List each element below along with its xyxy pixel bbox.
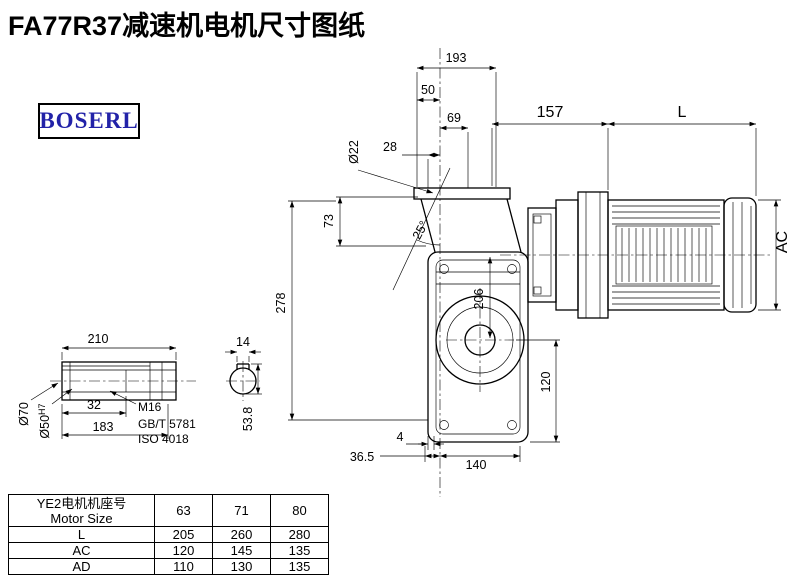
- page-title: FA77R37减速机电机尺寸图纸: [8, 11, 366, 41]
- standard-iso-label: ISO 4018: [138, 432, 189, 446]
- bolt-hole-icon: [507, 264, 517, 274]
- dim-14: 14: [225, 335, 261, 362]
- table-header-size-63: 63: [154, 494, 213, 527]
- gearbox-front-view: [392, 167, 529, 443]
- row-label-L: L: [8, 526, 155, 543]
- dim-140: 140: [440, 446, 521, 472]
- dim-hole-22: Ø22: [347, 140, 434, 194]
- thread-callout: M16 GB/T 5781 ISO 4018: [109, 390, 196, 446]
- cell-AD-80: 135: [270, 558, 329, 575]
- table-row-AC: AC 120 145 135: [8, 542, 329, 559]
- dim-210: 210: [61, 332, 177, 360]
- thread-label: M16: [138, 400, 162, 414]
- dim-50: 50: [417, 83, 440, 103]
- dim-53-8-label: 53.8: [241, 407, 255, 431]
- dim-120: 120: [516, 339, 560, 443]
- table-row-L: L 205 260 280: [8, 526, 329, 543]
- dim-4: 4: [397, 430, 444, 450]
- table-header-line-en: Motor Size: [50, 510, 113, 526]
- dim-183: 183: [61, 404, 169, 439]
- dim-50-label: 50: [421, 83, 435, 97]
- dim-210-label: 210: [88, 332, 109, 346]
- motor-size-table: YE2电机机座号 Motor Size 63 71 80 L 205 260 2…: [8, 494, 329, 575]
- bolt-hole-icon: [439, 420, 449, 430]
- dim-dia50h7: Ø50H7: [37, 388, 73, 439]
- motor-side-view: [527, 191, 757, 319]
- boserl-logo: BOSERL: [38, 103, 140, 139]
- bolt-icon: [533, 286, 542, 295]
- dim-28-label: 28: [383, 140, 397, 154]
- table-header-size-80: 80: [270, 494, 329, 527]
- table-row-AD: AD 110 130 135: [8, 558, 329, 575]
- center-lines: [439, 48, 772, 497]
- dim-36-5-label: 36.5: [350, 450, 374, 464]
- dim-angle-25: 25°: [410, 218, 431, 241]
- table-header-line-cn: YE2电机机座号: [36, 495, 127, 511]
- dim-73: 73: [322, 196, 426, 247]
- dim-206-label: 206: [472, 289, 486, 310]
- dim-32-label: 32: [87, 398, 101, 412]
- cell-AC-63: 120: [154, 542, 213, 559]
- dim-dia70-label: Ø70: [17, 402, 31, 426]
- cell-AC-80: 135: [270, 542, 329, 559]
- boserl-logo-text: BOSERL: [39, 108, 139, 133]
- dim-angle-25-label: 25°: [410, 218, 431, 241]
- dim-AC: AC: [758, 199, 791, 311]
- dim-278-label: 278: [274, 293, 288, 314]
- dim-120-label: 120: [539, 372, 553, 393]
- row-label-AC: AC: [8, 542, 155, 559]
- dim-dia70: Ø70: [17, 382, 59, 426]
- dim-157: 157: [491, 104, 609, 190]
- dim-L: L: [608, 104, 757, 196]
- dim-73-label: 73: [322, 214, 336, 228]
- table-header-row: YE2电机机座号 Motor Size 63 71 80: [8, 494, 329, 527]
- motor-fan-cover: [723, 197, 757, 313]
- dim-32: 32: [61, 396, 127, 417]
- bolt-hole-icon: [439, 264, 449, 274]
- motor-fins: [612, 205, 720, 305]
- dim-hole-22-label: Ø22: [347, 140, 361, 164]
- dim-14-label: 14: [236, 335, 250, 349]
- dim-4-label: 4: [397, 430, 404, 444]
- dim-L-label: L: [678, 104, 687, 121]
- cell-L-71: 260: [212, 526, 271, 543]
- dim-69: 69: [440, 111, 469, 188]
- dim-193: 193: [416, 51, 497, 187]
- dim-157-label: 157: [537, 104, 564, 121]
- bolt-hole-icon: [507, 420, 517, 430]
- output-shaft-circle: [464, 324, 496, 356]
- dim-206: 206: [472, 257, 493, 338]
- bolt-icon: [533, 215, 542, 224]
- dim-278: 278: [274, 200, 428, 421]
- shaft-end-view: [226, 361, 260, 401]
- dim-dia50h7-label: Ø50H7: [37, 403, 52, 438]
- cell-AC-71: 145: [212, 542, 271, 559]
- dim-28: 28: [383, 140, 440, 188]
- dim-53-8: 53.8: [241, 363, 262, 431]
- table-header-size-71: 71: [212, 494, 271, 527]
- row-label-AD: AD: [8, 558, 155, 575]
- table-header-motor-size: YE2电机机座号 Motor Size: [8, 494, 155, 527]
- dim-193-label: 193: [446, 51, 467, 65]
- dim-183-label: 183: [93, 420, 114, 434]
- dim-36-5: 36.5: [350, 446, 440, 464]
- dim-69-label: 69: [447, 111, 461, 125]
- motor-stator-section: [615, 225, 713, 285]
- standard-gbt-label: GB/T 5781: [138, 417, 196, 431]
- cell-AD-71: 130: [212, 558, 271, 575]
- cell-L-80: 280: [270, 526, 329, 543]
- cell-AD-63: 110: [154, 558, 213, 575]
- dim-140-label: 140: [466, 458, 487, 472]
- dim-AC-label: AC: [774, 231, 791, 253]
- output-shaft-detail: [50, 361, 196, 401]
- cell-L-63: 205: [154, 526, 213, 543]
